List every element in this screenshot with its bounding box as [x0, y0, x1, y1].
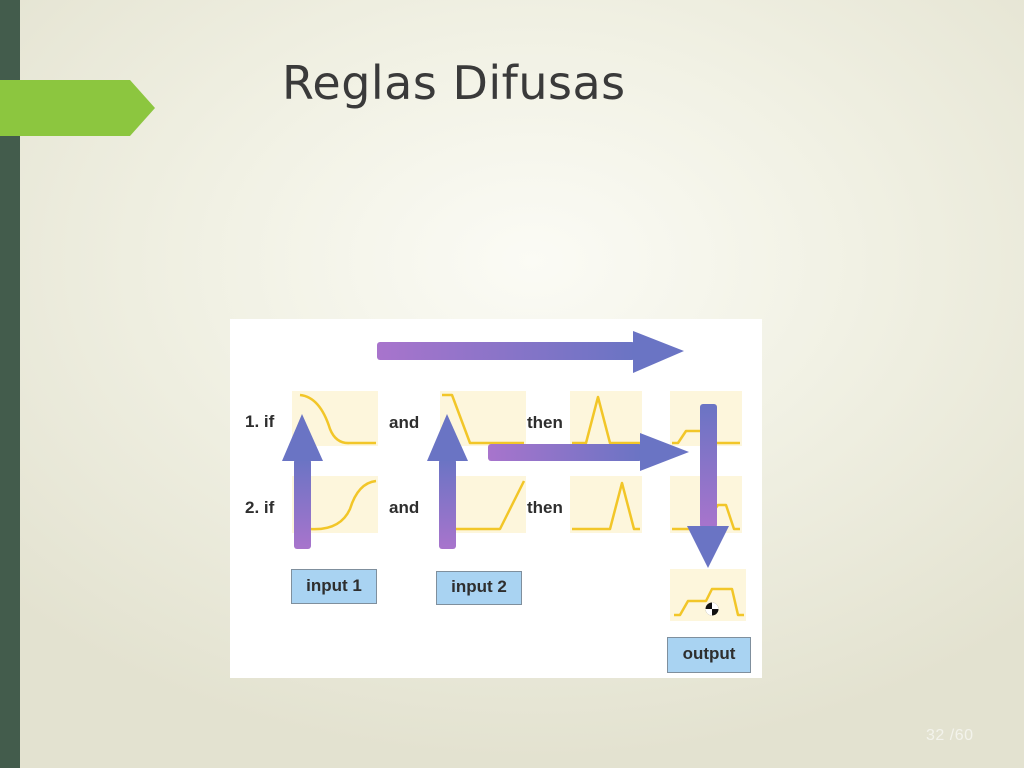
- input2-up-arrow: [427, 414, 468, 549]
- input1-up-arrow: [282, 414, 323, 549]
- rule1-input1-curve: [299, 393, 376, 445]
- rule2-then-label: then: [527, 498, 563, 517]
- output-down-arrow: [687, 404, 729, 568]
- output-aggregate-curve: [674, 587, 744, 617]
- middle-flow-arrow: [488, 433, 689, 471]
- centroid-icon: [705, 602, 719, 616]
- output-box: output: [667, 637, 751, 673]
- green-tab-marker: [0, 80, 155, 136]
- top-flow-arrow: [377, 331, 684, 373]
- rule2-input2-curve: [442, 480, 526, 531]
- sidebar-stripe: [0, 0, 20, 768]
- input1-box: input 1: [291, 569, 377, 604]
- rule1-if-label: 1. if: [245, 412, 275, 431]
- rule2-and-label: and: [389, 498, 420, 517]
- page-number: 32 /60: [926, 727, 974, 744]
- input2-box: input 2: [436, 571, 522, 605]
- rule1-and-label: and: [389, 413, 420, 432]
- rule1-input2-curve: [442, 393, 524, 445]
- rule2-output-curve: [572, 481, 640, 531]
- rule1-output-curve: [572, 395, 640, 445]
- slide-title: Reglas Difusas: [282, 56, 626, 110]
- rule2-input1-curve: [309, 479, 377, 531]
- rule1-then-label: then: [527, 413, 563, 432]
- rule2-if-label: 2. if: [245, 498, 275, 517]
- fuzzy-rules-diagram: 1. if and then 2. if and then input 1 in…: [230, 319, 762, 678]
